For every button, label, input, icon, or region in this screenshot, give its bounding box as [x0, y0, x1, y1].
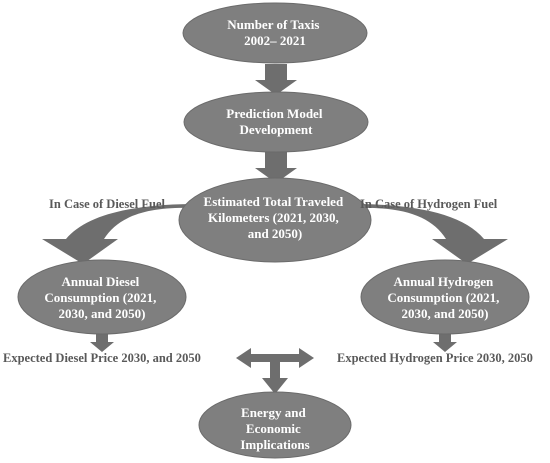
- diesel-line-3: 2030, and 2050): [58, 306, 145, 321]
- node-energy-economic-implications-text: Energy and Economic Implications: [240, 405, 309, 452]
- hydrogen-line-1: Annual Hydrogen: [393, 274, 494, 289]
- node-annual-hydrogen: [360, 259, 530, 335]
- arrow-model-to-traveled: [255, 152, 297, 183]
- arrow-diesel-to-price: [90, 332, 114, 352]
- label-hydrogen-case: In Case of Hydrogen Fuel: [360, 197, 498, 211]
- arrow-hydrogen-to-price: [433, 332, 457, 352]
- traveled-line-2: Kilometers (2021, 2030,: [208, 210, 339, 225]
- taxis-line-1: Number of Taxis: [227, 17, 319, 32]
- arrow-taxis-to-model: [255, 64, 297, 95]
- node-number-of-taxis: [182, 2, 368, 64]
- arrow-traveled-to-hydrogen: [360, 204, 508, 264]
- traveled-line-3: and 2050): [248, 226, 303, 241]
- node-number-of-taxis-text: Number of Taxis 2002– 2021: [227, 17, 322, 48]
- model-line-1: Prediction Model: [226, 106, 323, 121]
- hydrogen-line-2: Consumption (2021,: [387, 290, 499, 305]
- implications-line-2: Economic: [246, 421, 301, 436]
- node-annual-diesel: [17, 259, 187, 335]
- label-hydrogen-price: Expected Hydrogen Price 2030, 2050: [337, 351, 533, 365]
- node-annual-diesel-text: Annual Diesel Consumption (2021, 2030, a…: [44, 274, 159, 321]
- implications-line-3: Implications: [240, 437, 309, 452]
- node-prediction-model-text: Prediction Model Development: [226, 106, 325, 137]
- model-line-2: Development: [240, 122, 314, 137]
- label-diesel-case: In Case of Diesel Fuel: [49, 197, 165, 211]
- arrow-traveled-to-diesel: [42, 204, 190, 264]
- arrow-junction-to-implications: [262, 362, 288, 394]
- traveled-line-1: Estimated Total Traveled: [204, 194, 344, 209]
- label-diesel-price: Expected Diesel Price 2030, and 2050: [3, 351, 201, 365]
- double-arrow-horizontal: [236, 348, 314, 368]
- node-prediction-model: [183, 91, 369, 153]
- node-estimated-traveled-km-text: Estimated Total Traveled Kilometers (202…: [204, 194, 347, 241]
- node-energy-economic-implications: [198, 391, 352, 459]
- diesel-line-1: Annual Diesel: [62, 274, 140, 289]
- hydrogen-line-3: 2030, and 2050): [401, 306, 488, 321]
- implications-line-1: Energy and: [241, 405, 306, 420]
- taxis-line-2: 2002– 2021: [244, 33, 306, 48]
- node-annual-hydrogen-text: Annual Hydrogen Consumption (2021, 2030,…: [387, 274, 502, 321]
- diesel-line-2: Consumption (2021,: [44, 290, 156, 305]
- node-estimated-traveled-km: [178, 177, 372, 263]
